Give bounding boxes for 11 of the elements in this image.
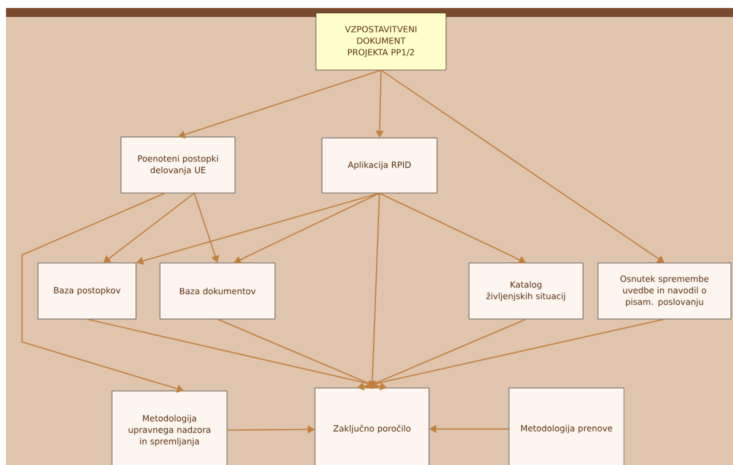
process-box: Metodologija prenove bbox=[508, 388, 624, 465]
process-box: Baza dokumentov bbox=[160, 262, 276, 320]
process-box: VZPOSTAVITVENI DOKUMENT PROJEKTA PP1/2 bbox=[316, 12, 446, 70]
arrow bbox=[380, 70, 664, 263]
process-box: Osnutek spremembe uvedbe in navodil o pisam. poslovanju bbox=[598, 262, 732, 320]
process-box: Zaključno poročilo bbox=[314, 388, 430, 465]
process-box: Poenoteni postopki delovanja UE bbox=[120, 136, 236, 194]
process-box: Metodologija upravnega nadzora in spremljanja bbox=[112, 390, 228, 465]
process-box: Aplikacija RPID bbox=[322, 138, 438, 194]
process-box: Katalog življenjskih situacij bbox=[468, 262, 584, 320]
process-box: Baza postopkov bbox=[38, 262, 136, 320]
